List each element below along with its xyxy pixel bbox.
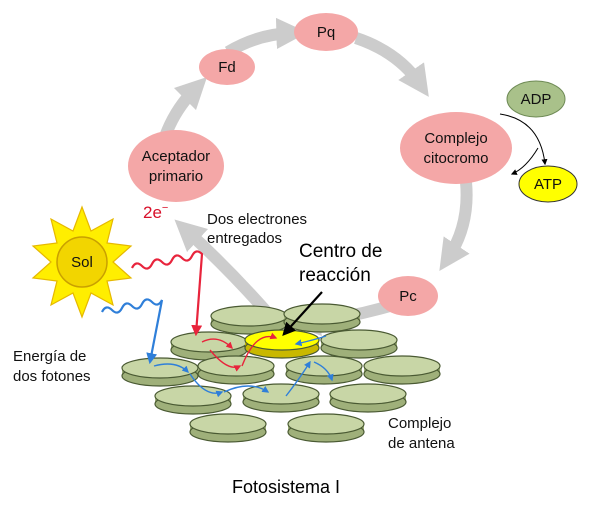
arrow-complejo-to-pc	[439, 181, 473, 271]
antenna-disk	[320, 329, 398, 359]
antenna-disk	[154, 385, 232, 415]
blue-energy-path	[153, 335, 334, 398]
complejo-antena-line1: Complejo	[388, 415, 451, 432]
red-energy-path	[201, 332, 278, 372]
arrow-fd-to-pq	[224, 17, 308, 58]
antenna-disk	[287, 413, 365, 443]
node-atp-label: ATP	[534, 176, 562, 193]
antenna-disk	[363, 355, 441, 385]
antenna-disk	[242, 383, 320, 413]
node-complejo-citocromo: Complejo citocromo	[400, 112, 512, 184]
node-fd: Fd	[199, 49, 255, 85]
node-pc-label: Pc	[399, 288, 417, 305]
node-aceptador-line1: Aceptador	[142, 148, 210, 165]
antenna-disk	[121, 357, 199, 387]
energia-fotones-line1: Energía de	[13, 348, 86, 365]
arrow-adp-to-atp	[499, 113, 548, 166]
antenna-disk	[210, 305, 288, 335]
node-atp: ATP	[518, 165, 578, 203]
arrow-pq-to-complejo	[354, 32, 429, 97]
node-complejo-line1: Complejo	[424, 130, 487, 147]
reaction-center-disk	[244, 329, 320, 359]
node-fd-label: Fd	[218, 59, 236, 76]
diagram-title: Fotosistema I	[232, 477, 340, 497]
node-adp: ADP	[506, 80, 566, 118]
node-pq: Pq	[294, 13, 358, 51]
centro-reaccion-line1: Centro de	[299, 241, 382, 262]
dos-electrones-line2: entregados	[207, 230, 282, 247]
sun-label: Sol	[71, 254, 93, 271]
node-complejo-line2: citocromo	[423, 150, 488, 167]
antenna-disk	[189, 413, 267, 443]
centro-reaccion-line2: reacción	[299, 265, 371, 286]
node-adp-label: ADP	[521, 91, 552, 108]
complejo-antena-line2: de antena	[388, 435, 455, 452]
antenna-disk	[329, 383, 407, 413]
red-photon-wave	[131, 250, 204, 337]
antenna-disk	[283, 303, 361, 333]
reaction-center-pointer	[282, 291, 323, 336]
arrow-atp-branch	[510, 147, 539, 175]
arrow-aceptador-to-fd	[160, 76, 208, 137]
dos-electrones-line1: Dos electrones	[207, 211, 307, 228]
electrons-label: 2e−	[143, 202, 168, 222]
antenna-disk	[197, 355, 275, 385]
energia-fotones-line2: dos fotones	[13, 368, 91, 385]
node-aceptador-primario: Aceptador primario	[128, 130, 224, 202]
sun: Sol	[31, 205, 133, 319]
node-aceptador-line2: primario	[149, 168, 203, 185]
node-pc: Pc	[378, 276, 438, 316]
blue-photon-wave	[101, 298, 164, 365]
node-pq-label: Pq	[317, 24, 335, 41]
